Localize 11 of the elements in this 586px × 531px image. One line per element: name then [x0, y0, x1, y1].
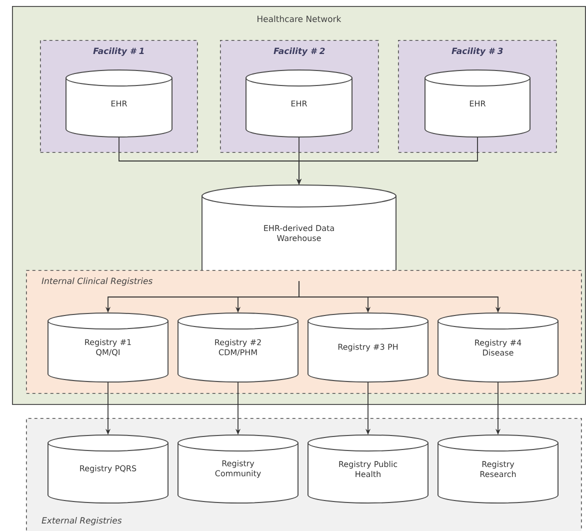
database-cylinder: Registry Public Health — [308, 434, 428, 504]
database-cylinder: EHR — [246, 70, 352, 138]
database-cylinder: Registry #4 Disease — [438, 312, 558, 382]
database-cylinder: Registry Community — [178, 434, 298, 504]
database-cylinder: Registry #3 PH — [308, 312, 428, 382]
database-cylinder: Registry #2 CDM/PHM — [178, 312, 298, 382]
database-cylinder: Registry PQRS — [48, 434, 168, 504]
database-cylinder: EHR — [66, 70, 172, 138]
database-cylinder: Registry #1 QM/QI — [48, 312, 168, 382]
database-cylinder: EHR — [424, 70, 530, 138]
database-cylinder: Registry Research — [438, 434, 558, 504]
